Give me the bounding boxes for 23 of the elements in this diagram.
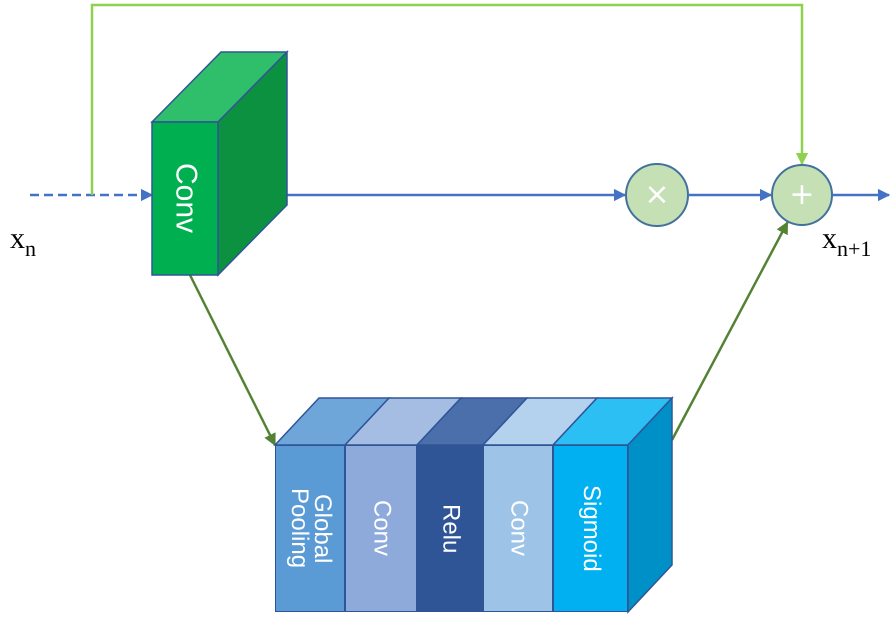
arrow bbox=[689, 188, 772, 202]
layer-face bbox=[345, 445, 417, 612]
layer-label: Conv bbox=[506, 500, 530, 557]
arrow bbox=[30, 188, 154, 202]
layer-label: Relu bbox=[438, 504, 462, 554]
arrow bbox=[90, 4, 808, 195]
layer-label: Conv bbox=[370, 500, 392, 557]
variable-label: x$_{n+1}$ bbox=[822, 222, 872, 262]
layer-face bbox=[275, 445, 345, 612]
layer-label: Sigmoid bbox=[579, 485, 602, 572]
block-label: Conv bbox=[170, 163, 200, 234]
layer-face bbox=[553, 445, 628, 612]
arrow bbox=[287, 188, 626, 202]
layer-label: Global Pooling bbox=[287, 487, 333, 571]
layer-face bbox=[483, 445, 553, 612]
arrow bbox=[670, 221, 789, 441]
operator-symbol: + bbox=[789, 180, 815, 210]
arrow bbox=[833, 188, 890, 202]
variable-label: x$_{n}$ bbox=[10, 222, 36, 262]
layer-face bbox=[417, 445, 483, 612]
conv-block bbox=[152, 52, 287, 275]
operator-symbol: × bbox=[644, 180, 670, 210]
arrow bbox=[188, 274, 276, 446]
